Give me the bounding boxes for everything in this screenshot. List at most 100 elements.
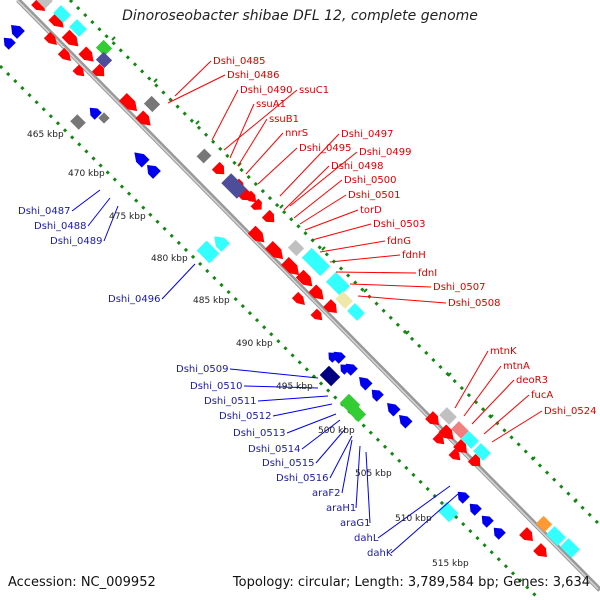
cyan-gene-box — [560, 538, 580, 558]
gene-label-blue: Dshi_0488 — [34, 221, 86, 232]
leader-line-red — [454, 350, 489, 409]
reverse-gene-arrow — [89, 107, 102, 120]
forward-gene-arrow — [448, 448, 461, 461]
kbp-tick-label: 505 kbp — [355, 469, 392, 479]
leader-line-red — [211, 89, 239, 141]
grey-gene-box — [439, 407, 457, 425]
cyan-gene-box — [473, 443, 491, 461]
gene-label-red: Dshi_0486 — [227, 70, 279, 81]
leader-line-blue — [161, 263, 196, 300]
forward-gene-arrow — [135, 110, 151, 126]
forward-gene-arrow — [78, 46, 94, 62]
guide-tick — [279, 204, 284, 209]
guide-tick — [195, 120, 200, 125]
kbp-tick-label: 470 kbp — [68, 169, 105, 179]
reverse-gene-arrow — [134, 152, 150, 168]
gene-label-blue: Dshi_0489 — [50, 236, 102, 247]
forward-gene-arrow — [310, 308, 323, 321]
label-leader-lines — [71, 60, 543, 554]
gene-label-red: Dshi_0497 — [341, 129, 393, 140]
gene-label-blue: Dshi_0515 — [262, 458, 314, 469]
gene-label-red: Dshi_0490 — [240, 85, 292, 96]
forward-gene-arrow — [438, 424, 454, 440]
leader-line-blue — [272, 403, 333, 417]
forward-gene-arrow — [425, 411, 439, 425]
gene-label-red: Dshi_0503 — [373, 219, 425, 230]
gene-label-blue: Dshi_0487 — [18, 206, 70, 217]
grey-gene-box — [143, 95, 161, 113]
gene-label-red: mtnK — [490, 346, 517, 357]
cyan-gene-box — [301, 247, 331, 277]
leader-line-red — [223, 89, 298, 151]
guide-tick — [447, 372, 452, 377]
forward-gene-arrow — [432, 432, 445, 445]
forward-gene-arrow — [295, 269, 313, 287]
kbp-tick-label: 480 kbp — [151, 254, 188, 264]
leader-line-red — [329, 254, 401, 263]
gene-label-red: Dshi_0508 — [448, 298, 500, 309]
reverse-gene-arrow — [457, 491, 470, 504]
reverse-gene-arrow — [328, 352, 339, 363]
gene-label-red: Dshi_0485 — [213, 56, 265, 67]
forward-gene-arrow — [467, 453, 481, 467]
guide-tick — [531, 456, 536, 461]
leader-line-blue — [243, 385, 319, 389]
leader-line-red — [483, 394, 530, 435]
cyan-gene-box — [196, 240, 220, 264]
gene-label-red: fdnG — [387, 236, 411, 247]
leader-line-red — [237, 118, 268, 167]
reverse-gene-arrow — [340, 364, 351, 375]
forward-gene-arrow — [43, 31, 57, 45]
forward-gene-arrow — [72, 64, 85, 77]
leader-line-blue — [341, 439, 353, 494]
reverse-gene-arrow — [147, 165, 161, 179]
kbp-tick-label: 510 kbp — [395, 514, 432, 524]
leader-line-blue — [365, 451, 371, 524]
gene-label-blue: Dshi_0496 — [108, 294, 160, 305]
gene-label-red: Dshi_0507 — [433, 282, 485, 293]
outer-guide-line — [68, 0, 600, 527]
leader-line-red — [229, 103, 255, 159]
leader-line-blue — [390, 493, 459, 554]
gene-label-blue: araH1 — [326, 503, 356, 514]
leader-line-red — [319, 240, 386, 253]
forward-gene-arrow — [61, 29, 79, 47]
kbp-tick-label: 495 kbp — [276, 382, 313, 392]
reverse-gene-arrow — [469, 503, 482, 516]
forward-gene-arrow — [291, 291, 305, 305]
gene-label-blue: araF2 — [312, 488, 340, 499]
forward-gene-arrow — [453, 439, 467, 453]
khaki-gene-box — [335, 291, 353, 309]
gene-label-blue: araG1 — [340, 518, 370, 529]
leader-line-red — [357, 295, 447, 304]
grey-gene-box — [287, 239, 305, 257]
reverse-gene-arrow — [3, 37, 16, 50]
leader-line-red — [471, 379, 515, 425]
forward-gene-arrow — [119, 93, 138, 112]
leader-line-blue — [87, 197, 111, 227]
cyan-gene-box — [347, 303, 365, 321]
map-title: Dinoroseobacter shibae DFL 12, complete … — [122, 8, 478, 24]
leader-line-red — [289, 151, 358, 207]
gene-label-red: fdnI — [418, 268, 437, 279]
gene-label-red: ssuA1 — [256, 99, 286, 110]
forward-gene-arrow — [281, 257, 300, 276]
leader-line-red — [293, 179, 343, 219]
grey-gene-box — [35, 0, 53, 9]
reverse-gene-arrow — [11, 25, 25, 39]
forward-gene-arrow — [308, 284, 324, 300]
kbp-tick-label: 490 kbp — [236, 339, 273, 349]
cyan-gene-box — [546, 526, 566, 546]
leader-line-red — [304, 209, 359, 231]
dark-blue-gene-box — [319, 365, 341, 387]
gene-label-blue: dahK — [367, 548, 393, 559]
gene-label-blue: Dshi_0513 — [233, 428, 285, 439]
leader-line-red — [463, 365, 502, 417]
gene-label-red: Dshi_0499 — [359, 147, 411, 158]
leader-line-red — [257, 147, 298, 185]
accession-text: Accession: NC_009952 — [8, 575, 156, 590]
gene-label-blue: Dshi_0514 — [248, 444, 300, 455]
